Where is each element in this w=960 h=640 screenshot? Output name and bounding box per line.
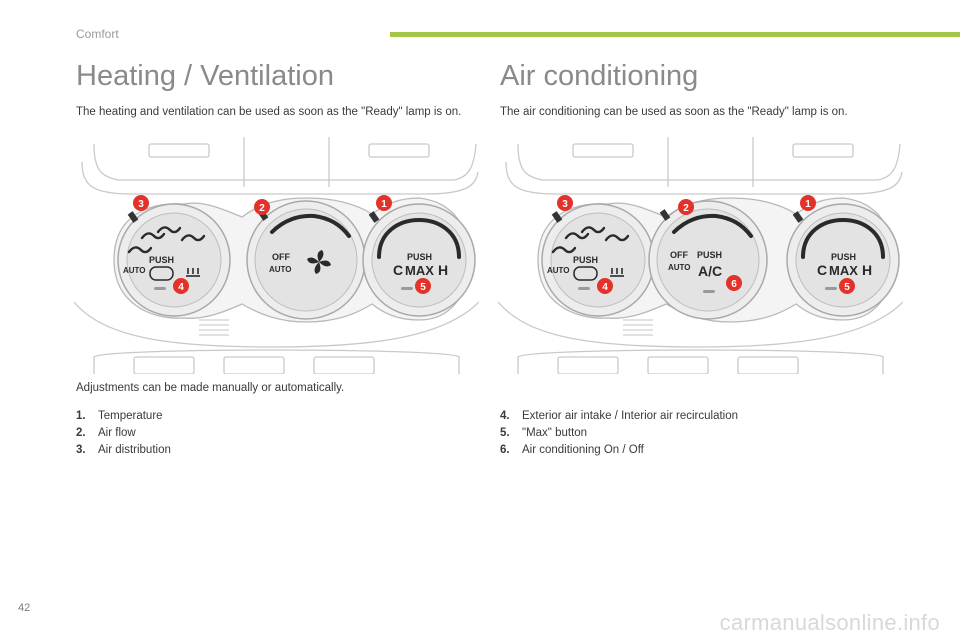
watermark: carmanualsonline.info bbox=[719, 610, 940, 635]
ac-legend: 4.Exterior air intake / Interior air rec… bbox=[500, 408, 738, 459]
svg-text:3: 3 bbox=[138, 199, 144, 210]
heating-legend: 1.Temperature 2.Air flow 3.Air distribut… bbox=[76, 408, 171, 459]
svg-text:1: 1 bbox=[381, 199, 387, 210]
svg-text:A/C: A/C bbox=[698, 263, 722, 279]
svg-text:PUSH: PUSH bbox=[407, 252, 432, 262]
svg-text:3: 3 bbox=[562, 199, 568, 210]
callout-2: 2 bbox=[254, 199, 270, 215]
ac-distribution-dial: AUTO PUSH bbox=[541, 203, 655, 317]
ac-callout-2: 2 bbox=[678, 199, 694, 215]
ac-callout-6: 6 bbox=[726, 275, 742, 291]
svg-text:2: 2 bbox=[683, 203, 689, 214]
ac-temperature-dial: PUSH C MAX H bbox=[786, 203, 900, 317]
svg-text:2: 2 bbox=[259, 203, 265, 214]
list-item: 3.Air distribution bbox=[76, 444, 171, 456]
svg-text:C: C bbox=[393, 262, 403, 278]
accent-bar bbox=[390, 32, 960, 37]
heating-intro: The heating and ventilation can be used … bbox=[76, 106, 462, 118]
callout-1: 1 bbox=[376, 195, 392, 211]
ac-intro: The air conditioning can be used as soon… bbox=[500, 106, 848, 118]
svg-text:C: C bbox=[817, 262, 827, 278]
list-item: 1.Temperature bbox=[76, 410, 163, 422]
heating-controls-illustration: AUTO PUSH OFF AUTO PUSH C MAX H 1 2 3 4 … bbox=[74, 137, 479, 374]
svg-text:PUSH: PUSH bbox=[573, 255, 598, 265]
adjustments-note: Adjustments can be made manually or auto… bbox=[76, 382, 345, 394]
ac-callout-5: 5 bbox=[839, 278, 855, 294]
list-item: 5."Max" button bbox=[500, 427, 588, 439]
svg-text:4: 4 bbox=[602, 282, 608, 293]
svg-text:PUSH: PUSH bbox=[697, 250, 722, 260]
svg-text:AUTO: AUTO bbox=[269, 265, 292, 274]
svg-text:PUSH: PUSH bbox=[831, 252, 856, 262]
callout-5: 5 bbox=[415, 278, 431, 294]
ac-callout-1: 1 bbox=[800, 195, 816, 211]
heating-title: Heating / Ventilation bbox=[76, 60, 334, 92]
svg-text:H: H bbox=[862, 262, 872, 278]
temperature-dial: PUSH C MAX H bbox=[362, 203, 476, 317]
svg-text:MAX: MAX bbox=[405, 263, 434, 278]
svg-text:MAX: MAX bbox=[829, 263, 858, 278]
list-item: 4.Exterior air intake / Interior air rec… bbox=[500, 410, 739, 422]
page-number: 42 bbox=[18, 602, 31, 614]
airflow-dial: OFF AUTO bbox=[246, 200, 366, 320]
ac-controls-illustration: AUTO PUSH OFF AUTO PUSH A/C PUSH C MAX H… bbox=[498, 137, 903, 374]
svg-text:H: H bbox=[438, 262, 448, 278]
svg-text:AUTO: AUTO bbox=[123, 266, 146, 275]
svg-text:PUSH: PUSH bbox=[149, 255, 174, 265]
callout-4: 4 bbox=[173, 278, 189, 294]
svg-text:6: 6 bbox=[731, 279, 737, 290]
ac-callout-4: 4 bbox=[597, 278, 613, 294]
section-label: Comfort bbox=[76, 27, 119, 41]
svg-text:AUTO: AUTO bbox=[668, 263, 691, 272]
svg-text:5: 5 bbox=[420, 282, 426, 293]
ac-airflow-dial: OFF AUTO PUSH A/C bbox=[648, 200, 768, 320]
ac-title: Air conditioning bbox=[500, 60, 699, 92]
ac-callout-3: 3 bbox=[557, 195, 573, 211]
svg-text:OFF: OFF bbox=[272, 252, 290, 262]
distribution-dial: AUTO PUSH bbox=[117, 203, 231, 317]
svg-text:4: 4 bbox=[178, 282, 184, 293]
list-item: 6.Air conditioning On / Off bbox=[500, 444, 644, 456]
svg-text:1: 1 bbox=[805, 199, 811, 210]
list-item: 2.Air flow bbox=[76, 427, 136, 439]
svg-text:AUTO: AUTO bbox=[547, 266, 570, 275]
svg-text:5: 5 bbox=[844, 282, 850, 293]
callout-3: 3 bbox=[133, 195, 149, 211]
svg-text:OFF: OFF bbox=[670, 250, 688, 260]
